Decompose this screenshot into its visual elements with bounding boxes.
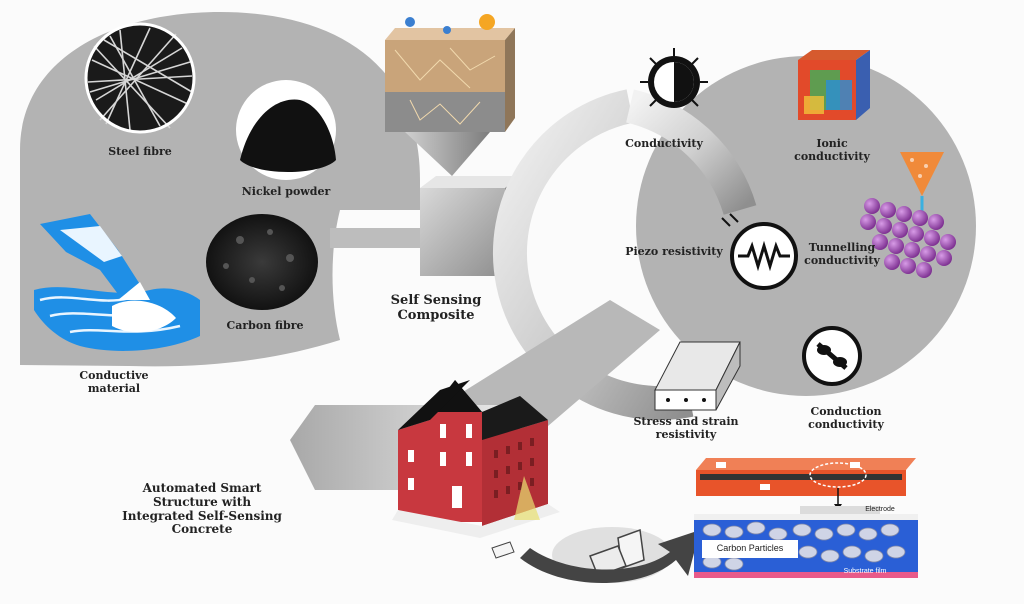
- label-substrate: Substrate film: [843, 568, 887, 575]
- sensor-inset: [694, 458, 918, 578]
- return-arrow: [520, 530, 700, 584]
- label-carbon-fibre: Carbon fibre: [226, 319, 304, 332]
- label-electrode: Electrode: [865, 506, 895, 513]
- label-conduction-conductivity: Conduction conductivity: [808, 405, 884, 431]
- steel-fibre-image: [84, 22, 196, 134]
- conduction-conductivity-icon: [802, 326, 862, 386]
- tunnelling-conductivity-image: [860, 152, 956, 278]
- label-ionic-conductivity: Ionic conductivity: [794, 137, 870, 163]
- conductive-material-image: [34, 214, 200, 351]
- label-tunnelling-conductivity: Tunnelling conductivity: [804, 241, 880, 267]
- piezo-resistivity-icon: [721, 213, 798, 290]
- nickel-powder-image: [236, 80, 336, 180]
- label-nickel-powder: Nickel powder: [241, 185, 331, 198]
- panel-connector: [330, 228, 420, 248]
- label-conductive-material: Conductive material: [79, 369, 149, 395]
- cycle-ring: [493, 89, 757, 421]
- mechanisms-panel: [636, 56, 976, 396]
- label-conductivity: Conductivity: [625, 137, 703, 150]
- label-smart-structure: Automated Smart Structure with Integrate…: [122, 481, 282, 537]
- funnel-arrow: [405, 132, 490, 176]
- conductivity-icon: [640, 48, 708, 108]
- smart-building: [392, 380, 560, 538]
- label-self-sensing-composite: Self Sensing Composite: [390, 293, 482, 323]
- label-piezo-resistivity: Piezo resistivity: [625, 245, 723, 258]
- concrete-cube: [420, 176, 520, 276]
- stress-strain-beam: [654, 341, 741, 411]
- label-steel-fibre: Steel fibre: [108, 145, 172, 158]
- ionic-conductivity-image: [798, 50, 870, 120]
- composite-cross-section: [385, 14, 515, 132]
- label-stress-strain-resistivity: Stress and strain resistivity: [633, 415, 739, 441]
- label-carbon-particles: Carbon Particles: [716, 543, 784, 553]
- carbon-fibre-image: [206, 214, 318, 310]
